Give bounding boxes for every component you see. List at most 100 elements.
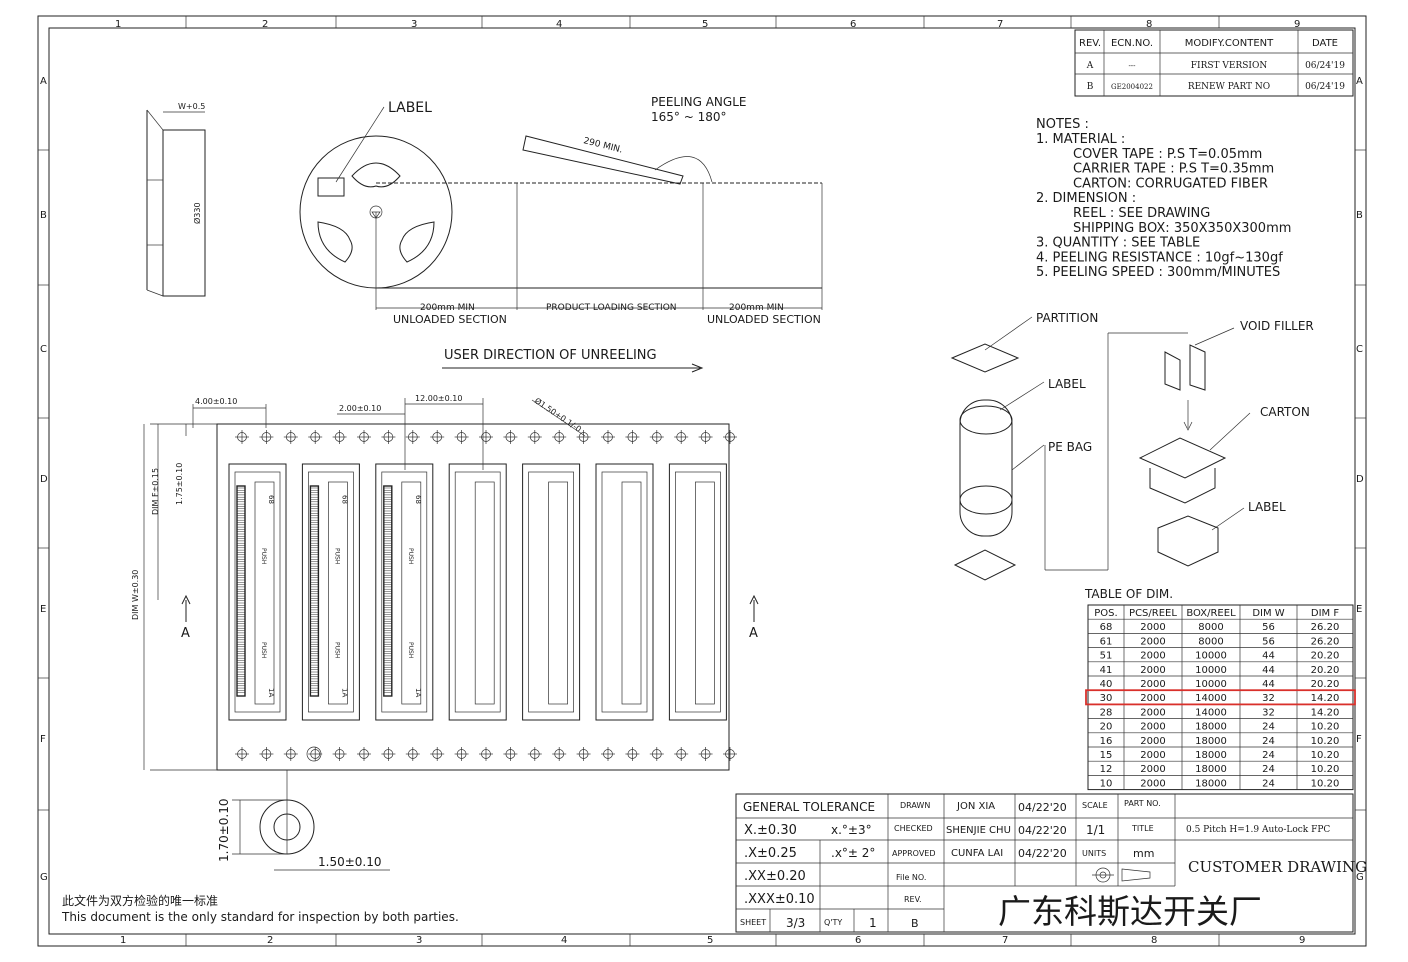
footer-note: 此文件为双方检验的唯一标准 This document is the only …	[61, 893, 459, 924]
dim-table-cell: 24	[1262, 750, 1275, 761]
hole-dim-horizontal: 1.50±0.10	[318, 855, 382, 869]
hole-dim-vertical: 1.70±0.10	[217, 799, 231, 863]
reel-diameter-dim: Ø330	[192, 202, 202, 224]
notes-line: 5. PEELING SPEED : 300mm/MINUTES	[1036, 265, 1280, 280]
section-mark-left: A	[181, 626, 190, 641]
carton-label: CARTON	[1260, 405, 1310, 419]
zone-top-1: 1	[115, 19, 121, 30]
rev-cell: ---	[1128, 62, 1136, 70]
dim-table-cell: 41	[1100, 665, 1113, 676]
dim-table-cell: 18000	[1195, 722, 1227, 733]
zone-right-C: C	[1356, 344, 1363, 355]
dim-table-cell: 28	[1100, 707, 1113, 718]
approved-name: CUNFA LAI	[951, 848, 1003, 859]
connector-pin-bottom: 1A	[267, 688, 275, 697]
notes-line: SHIPPING BOX: 350X350X300mm	[1073, 221, 1291, 236]
notes-block: NOTES : 1. MATERIAL :COVER TAPE : P.S T=…	[1036, 117, 1291, 280]
zone-left-D: D	[40, 474, 48, 485]
notes-line: 3. QUANTITY : SEE TABLE	[1036, 236, 1200, 251]
dim-table-header: POS.	[1094, 608, 1117, 619]
rev-value: B	[911, 917, 919, 930]
dim-pitch-4: 4.00±0.10	[195, 397, 237, 406]
connector-push-text: PUSH	[407, 642, 414, 658]
notes-title: NOTES :	[1036, 117, 1089, 132]
packing-illustration: PARTITION LABEL PE BAG VOID FILLER CARTO…	[950, 311, 1314, 581]
dim-table-cell: 26.20	[1311, 622, 1340, 633]
zone-top-9: 9	[1294, 19, 1300, 30]
zone-right-G: G	[1356, 872, 1364, 883]
dim-table-cell: 24	[1262, 736, 1275, 747]
qty-label: Q'TY	[824, 918, 842, 927]
tol-linear-4: .XXX±0.10	[744, 892, 815, 907]
zone-right-F: F	[1356, 734, 1362, 745]
zone-left-C: C	[40, 344, 47, 355]
rev-cell: GE2004022	[1111, 83, 1153, 91]
dim-table-cell: 10	[1100, 778, 1113, 789]
void-filler-label: VOID FILLER	[1240, 319, 1314, 333]
dim-table-cell: 20.20	[1311, 651, 1340, 662]
reel-width-dim: W+0.5	[178, 102, 205, 111]
dim-table-cell: 18000	[1195, 764, 1227, 775]
tape-pocket	[668, 463, 727, 721]
reel-front-view: LABEL 290 MIN. PEELING ANGLE 165° ~ 180°…	[299, 95, 823, 373]
dim-table-cell: 8000	[1198, 636, 1223, 647]
dim-w-label: DIM W±0.30	[131, 570, 140, 620]
dim-hole-dia: Ø1.50+0.1/-0	[533, 395, 584, 434]
dim-table-cell: 18000	[1195, 750, 1227, 761]
zone-bottom-9: 9	[1299, 935, 1305, 946]
dim-table-cell: 10.20	[1311, 722, 1340, 733]
dim-table-cell: 32	[1262, 707, 1275, 718]
dim-table-cell: 30	[1100, 693, 1113, 704]
dim-table-cell: 2000	[1140, 722, 1165, 733]
drawn-label: DRAWN	[900, 801, 930, 810]
dim-table-cell: 24	[1262, 778, 1275, 789]
tol-linear-1: X.±0.30	[744, 823, 797, 838]
dim-table-cell: 20.20	[1311, 679, 1340, 690]
dim-table-cell: 18000	[1195, 736, 1227, 747]
checked-name: SHENJIE CHU	[946, 825, 1011, 836]
connector-pin-top: 68	[414, 495, 422, 504]
zone-top-2: 2	[262, 19, 268, 30]
dim-table-cell: 10000	[1195, 651, 1227, 662]
dim-table-cell: 2000	[1140, 665, 1165, 676]
notes-line: COVER TAPE : P.S T=0.05mm	[1073, 147, 1262, 162]
dim-table-cell: 32	[1262, 693, 1275, 704]
dim-f-label: DIM F±0.15	[151, 468, 160, 515]
tol-linear-2: .X±0.25	[744, 846, 797, 861]
label-callout-1: LABEL	[1048, 377, 1086, 391]
tol-linear-3: .XX±0.20	[744, 869, 806, 884]
zone-left-E: E	[40, 604, 46, 615]
connector-push-text: PUSH	[333, 548, 340, 564]
zone-bottom-1: 1	[120, 935, 126, 946]
notes-line: REEL : SEE DRAWING	[1073, 206, 1210, 221]
connector-push-text: PUSH	[333, 642, 340, 658]
zone-bottom-7: 7	[1002, 935, 1008, 946]
dim-table-cell: 14000	[1195, 707, 1227, 718]
sheet-label: SHEET	[740, 918, 766, 927]
zone-bottom-8: 8	[1151, 935, 1157, 946]
dim-table-title: TABLE OF DIM.	[1084, 587, 1173, 601]
sheet-value: 3/3	[786, 916, 805, 930]
zone-top-4: 4	[556, 19, 562, 30]
rev-label: REV.	[904, 895, 922, 904]
scale-value: 1/1	[1086, 823, 1105, 837]
zone-bottom-4: 4	[561, 935, 567, 946]
dim-table-cell: 51	[1100, 651, 1113, 662]
connector-push-text: PUSH	[260, 642, 267, 658]
dim-table-cell: 2000	[1140, 707, 1165, 718]
notes-line: CARTON: CORRUGATED FIBER	[1073, 176, 1268, 191]
dim-table-header: BOX/REEL	[1186, 608, 1236, 619]
rev-cell: B	[1087, 82, 1094, 92]
footer-en: This document is the only standard for i…	[61, 910, 459, 924]
notes-line: 2. DIMENSION :	[1036, 191, 1136, 206]
zone-top-5: 5	[702, 19, 708, 30]
zone-left-F: F	[40, 734, 46, 745]
rev-header: MODIFY.CONTENT	[1185, 38, 1274, 49]
dim-table-cell: 10.20	[1311, 764, 1340, 775]
dim-table-cell: 12	[1100, 764, 1113, 775]
tol-angular-1: x.°±3°	[831, 823, 872, 837]
